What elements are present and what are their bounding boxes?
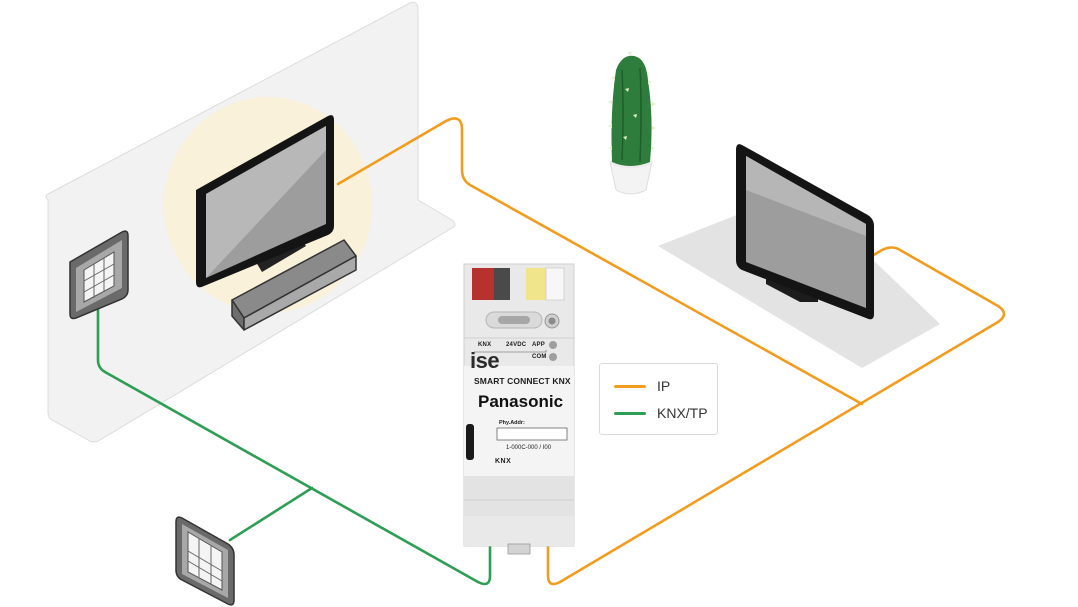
legend-label-knx-tp: KNX/TP xyxy=(657,405,708,421)
wall-switch-icon xyxy=(175,516,235,606)
device-led-com-label: COM xyxy=(532,354,547,360)
soundbar-icon xyxy=(231,239,357,331)
device-terminal-24vdc-label: 24VDC xyxy=(506,342,527,348)
device-knx-mark: KNX xyxy=(495,458,512,465)
tv-icon xyxy=(736,144,874,320)
device-phys-addr-label: Phy.Addr: xyxy=(499,420,525,426)
legend-label-ip: IP xyxy=(657,378,671,394)
device-terminal-knx-label: KNX xyxy=(478,342,492,348)
knx-ip-gateway-device xyxy=(463,263,575,555)
legend-swatch-ip xyxy=(614,384,646,388)
legend-item-ip: IP xyxy=(614,378,670,394)
ip-line xyxy=(336,117,1006,586)
cactus-plant-icon xyxy=(608,52,656,195)
device-article-number: 1-000C-000 / I00 xyxy=(506,445,552,451)
legend: IP KNX/TP xyxy=(599,363,718,435)
device-brand: Panasonic xyxy=(478,392,564,411)
device-led-app-label: APP xyxy=(532,342,545,348)
knx-tp-line xyxy=(96,302,492,586)
legend-item-knx-tp: KNX/TP xyxy=(614,405,708,421)
legend-swatch-knx-tp xyxy=(614,411,646,415)
wall-switch-icon xyxy=(69,230,129,320)
device-logo: ise xyxy=(470,348,500,373)
device-product-name: SMART CONNECT KNX xyxy=(474,376,571,386)
tv-icon xyxy=(196,115,334,288)
